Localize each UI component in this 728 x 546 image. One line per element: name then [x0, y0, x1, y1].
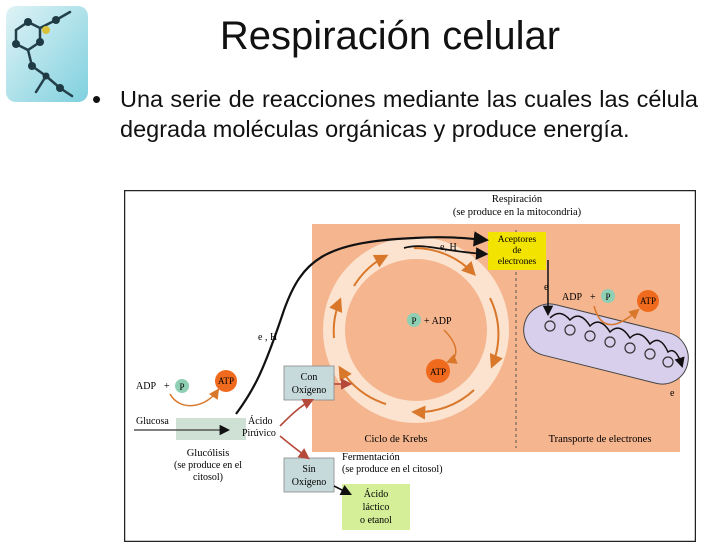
krebs-p-adp: + ADP [424, 316, 452, 327]
bullet-point: • Una serie de reacciones mediante las c… [92, 84, 698, 144]
transport-adp: ADP [562, 292, 582, 303]
fermentacion-line2: (se produce en el citosol) [342, 464, 443, 475]
krebs-atp: ATP [430, 367, 446, 377]
con-line1: Con [301, 372, 318, 383]
eh-left-label: e , H [258, 332, 277, 343]
electron-path-arrow [549, 312, 685, 369]
transport-label: Transporte de electrones [549, 434, 652, 445]
lactico-line1: Ácido [364, 488, 388, 500]
glucolisis-line3: citosol) [193, 472, 223, 483]
acceptors-line3: electrones [498, 257, 537, 267]
transport-atp-arrow [593, 305, 640, 326]
glyco-p-circle [175, 379, 189, 393]
transport-plus: + [590, 292, 596, 303]
krebs-p-circle [407, 313, 421, 327]
glyco-plus: + [164, 381, 170, 392]
sin-line1: Sin [302, 464, 315, 475]
con-line2: Oxígeno [292, 385, 326, 396]
glyco-adp: ADP [136, 381, 156, 392]
lactico-line2: láctico [363, 502, 390, 513]
krebs-p: P [411, 316, 416, 326]
glucosa-label: Glucosa [136, 416, 169, 427]
molecule-logo [6, 6, 88, 102]
slide-title: Respiración celular [219, 14, 561, 58]
glyco-p: P [179, 382, 184, 392]
transport-atp-circle [637, 290, 659, 312]
transport-p: P [605, 292, 610, 302]
sin-line2: Oxígeno [292, 477, 326, 488]
sin-oxigeno-box [283, 457, 335, 493]
e-label-2: e [670, 388, 675, 399]
krebs-label: Ciclo de Krebs [365, 434, 428, 445]
glycolysis-band [176, 418, 246, 440]
acido-line2: Pirúvico [242, 428, 276, 439]
krebs-to-acceptor-arrow [403, 245, 489, 260]
to-no-oxygen-arrow [279, 435, 310, 460]
glucolisis-line1: Glucólisis [187, 448, 230, 459]
respiration-label: Respiración [492, 194, 543, 205]
electron-hydrogen-arrow [235, 231, 490, 415]
lactico-line3: o etanol [360, 515, 392, 526]
respiration-diagram: Aceptores de electrones Respiración (se … [124, 190, 696, 542]
krebs-atp-circle [426, 359, 450, 383]
e-label-1: e [544, 282, 549, 293]
eh-top-label: e, H [440, 242, 457, 253]
krebs-cycle-arrows [329, 246, 503, 420]
lactic-acid-box [342, 484, 410, 530]
fermentacion-line1: Fermentación [342, 452, 400, 463]
acceptors-line2: de [513, 246, 522, 256]
to-lactic-arrow [333, 484, 353, 496]
glyco-atp-arrow [169, 388, 220, 407]
acceptors-box [488, 232, 546, 270]
glyco-atp: ATP [218, 376, 234, 386]
glucolisis-line2: (se produce en el [174, 460, 242, 471]
respiration-sublabel: (se produce en la mitocondria) [453, 207, 582, 218]
transport-p-circle [601, 289, 615, 303]
acceptors-line1: Aceptores [498, 235, 537, 245]
glyco-atp-circle [215, 370, 237, 392]
to-oxygen-arrow [279, 398, 315, 427]
krebs-atp-arrow [443, 329, 458, 364]
transport-atp: ATP [640, 296, 656, 306]
electron-carriers [544, 320, 674, 368]
con-oxigeno-box [283, 365, 335, 401]
acido-line1: Ácido [248, 415, 272, 427]
bullet-marker: • [92, 84, 102, 114]
bullet-text: Una serie de reacciones mediante las cua… [120, 86, 698, 142]
